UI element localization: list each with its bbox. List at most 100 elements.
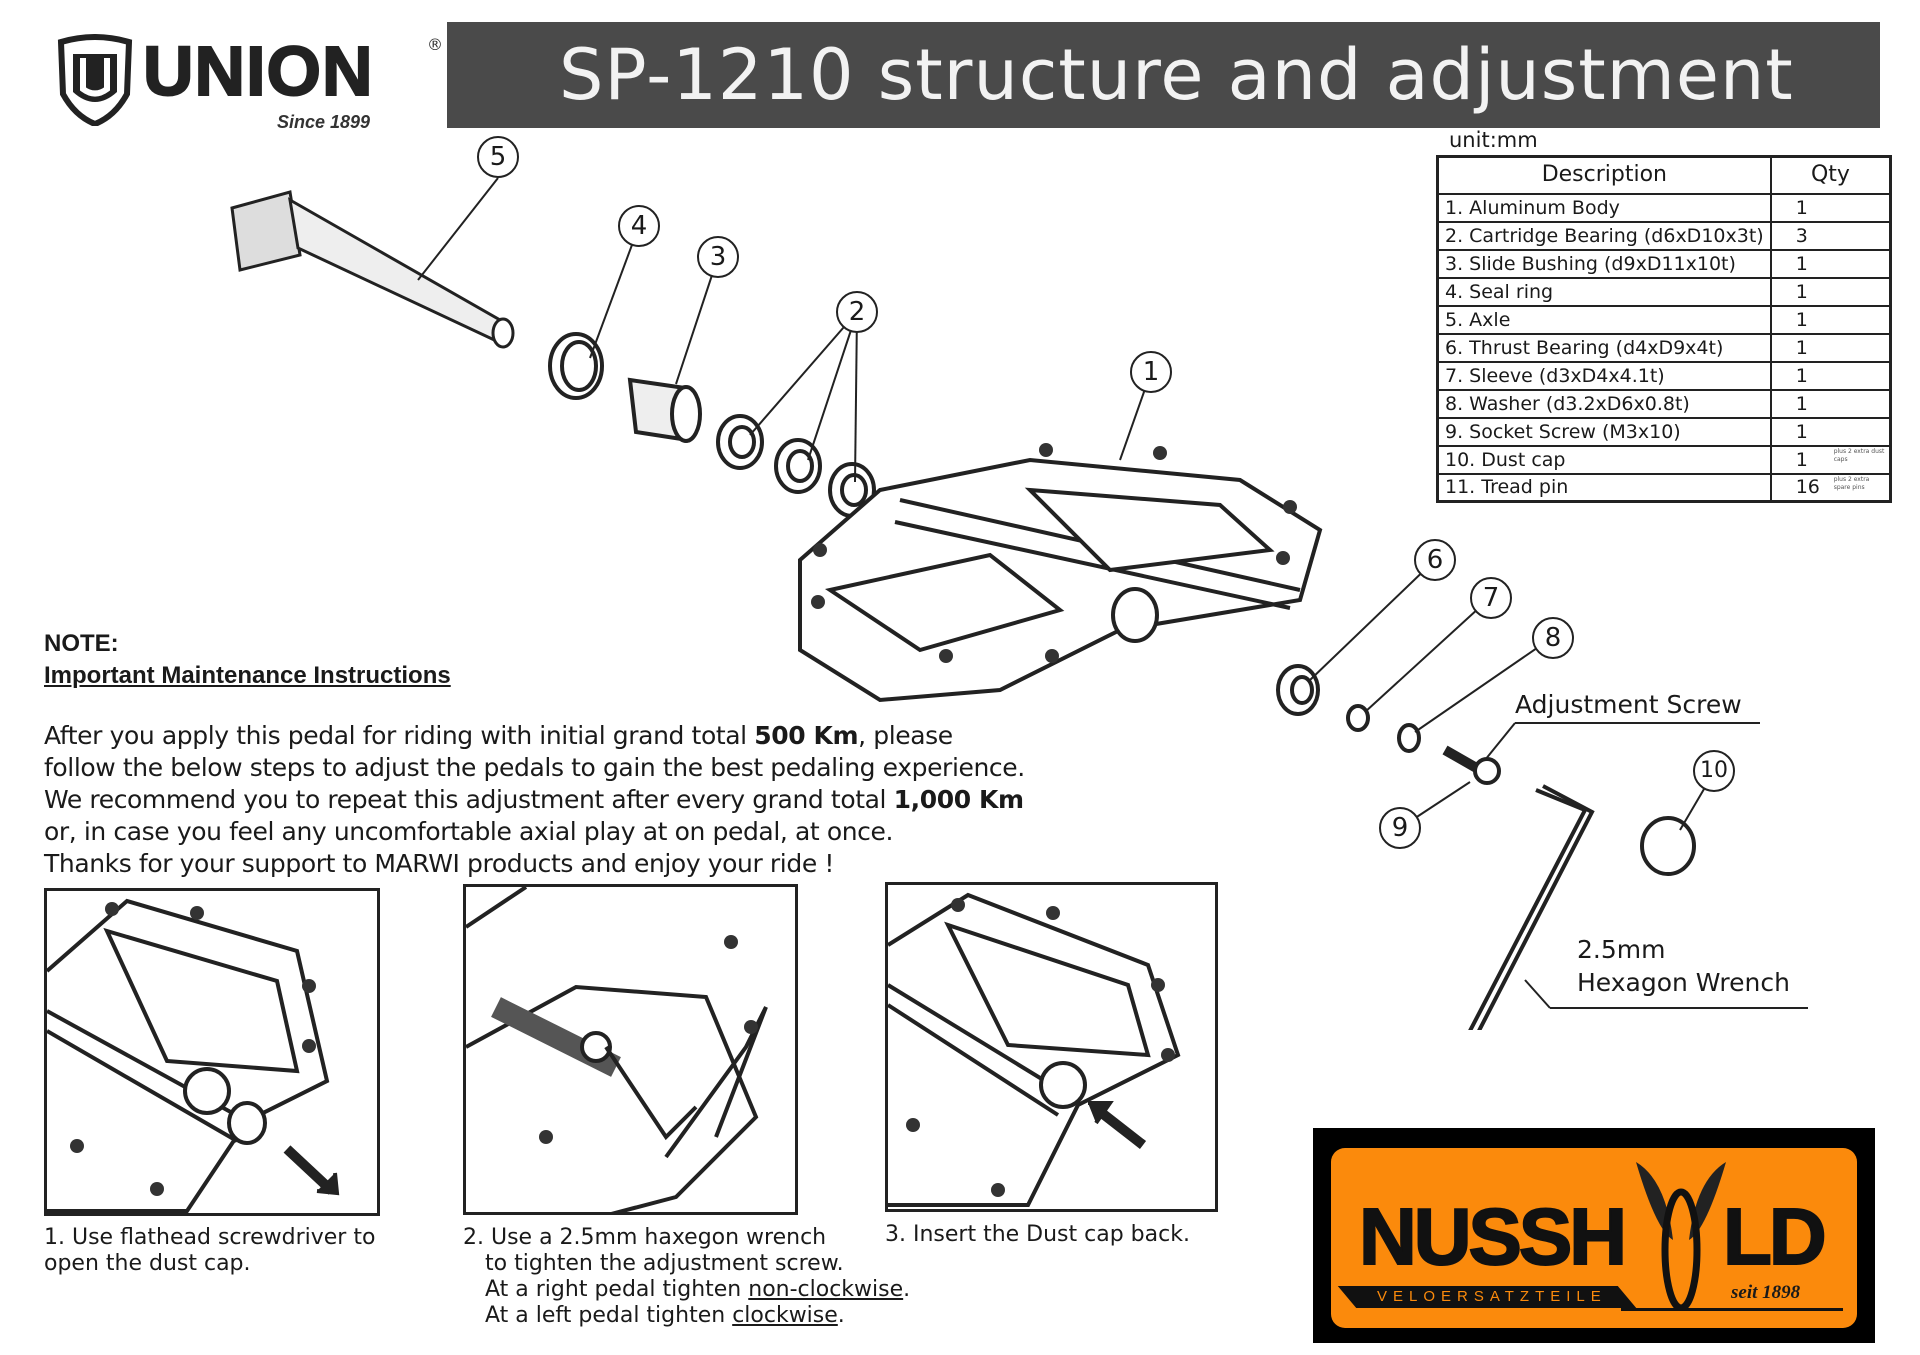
caption-line: to tighten the adjustment screw.	[485, 1251, 844, 1276]
part-qty-cell: 1	[1769, 416, 1892, 447]
part-qty-cell: 1	[1769, 332, 1892, 363]
logo-name-left: NUSSH	[1358, 1192, 1628, 1281]
wrench-name-label: Hexagon Wrench	[1577, 968, 1790, 997]
para-text: After you apply this pedal for riding wi…	[44, 721, 755, 750]
part-qty: 1	[1795, 364, 1808, 387]
logo-underline	[1621, 1308, 1843, 1311]
union-wordmark: UNION	[142, 32, 374, 110]
adjustment-screw-label: Adjustment Screw	[1515, 690, 1742, 719]
part-description: 7. Sleeve (d3xD4x4.1t)	[1436, 360, 1772, 391]
right-pedal-direction: non-clockwise	[748, 1277, 904, 1302]
unit-label: unit:mm	[1449, 128, 1538, 152]
table-row: 5. Axle 1	[1436, 304, 1892, 335]
callout-2: 2	[836, 291, 878, 333]
caption-line: 2. Use a 2.5mm haxegon wrench	[463, 1225, 827, 1250]
left-pedal-direction: clockwise	[732, 1303, 838, 1328]
part-qty-cell: 1	[1769, 360, 1892, 391]
caption-line: At a right pedal tighten	[485, 1277, 749, 1302]
table-row: 2. Cartridge Bearing (d6xD10x3t) 3	[1436, 220, 1892, 251]
maintenance-paragraph: After you apply this pedal for riding wi…	[44, 720, 1025, 880]
axle-drawing	[230, 190, 515, 349]
table-row: 7. Sleeve (d3xD4x4.1t) 1	[1436, 360, 1892, 391]
page-title: SP-1210 structure and adjustment	[447, 22, 1880, 128]
table-row: 6. Thrust Bearing (d4xD9x4t) 1	[1436, 332, 1892, 363]
note-subtitle: Important Maintenance Instructions	[44, 662, 451, 689]
part-description: 1. Aluminum Body	[1436, 192, 1772, 223]
callout-10: 10	[1693, 750, 1735, 792]
part-description: 11. Tread pin	[1436, 472, 1772, 503]
header-description: Description	[1436, 155, 1772, 195]
part-qty: 1	[1795, 336, 1808, 359]
part-description: 8. Washer (d3.2xD6x0.8t)	[1436, 388, 1772, 419]
union-shield-icon	[57, 34, 133, 126]
part-qty-cell: 16 plus 2 extra spare pins	[1769, 472, 1892, 503]
part-qty: 16	[1795, 476, 1820, 499]
logo-since: seit 1898	[1731, 1282, 1801, 1303]
part-description: 6. Thrust Bearing (d4xD9x4t)	[1436, 332, 1772, 363]
part-qty: 1	[1795, 280, 1808, 303]
rings-drawing	[548, 332, 876, 518]
nusshold-logo: NUSSH LD VELOERSATZTEILE seit 1898	[1313, 1128, 1875, 1343]
part-qty-cell: 3	[1769, 220, 1892, 251]
callout-5: 5	[477, 136, 519, 178]
table-row: 9. Socket Screw (M3x10)1	[1436, 416, 1892, 447]
table-row: 10. Dust cap 1 plus 2 extra dust caps	[1436, 444, 1892, 475]
caption-line: .	[903, 1277, 911, 1302]
part-description: 10. Dust cap	[1436, 444, 1772, 475]
para-text: Thanks for your support to MARWI product…	[44, 849, 834, 878]
part-description: 2. Cartridge Bearing (d6xD10x3t)	[1436, 220, 1772, 251]
step-2-illustration	[463, 884, 798, 1215]
part-qty: 1	[1795, 392, 1808, 415]
callout-1: 1	[1130, 351, 1172, 393]
para-text: We recommend you to repeat this adjustme…	[44, 785, 894, 814]
part-qty-note: plus 2 extra dust caps	[1833, 447, 1885, 463]
wrench-size-label: 2.5mm	[1577, 935, 1666, 964]
para-text: follow the below steps to adjust the ped…	[44, 753, 1025, 782]
distance-1000: 1,000 Km	[893, 785, 1024, 814]
part-qty-note: plus 2 extra spare pins	[1833, 475, 1870, 491]
caption-line: .	[837, 1303, 845, 1328]
table-row: 11. Tread pin 16 plus 2 extra spare pins	[1436, 472, 1892, 503]
table-row: 8. Washer (d3.2xD6x0.8t) 1	[1436, 388, 1892, 419]
callout-4: 4	[618, 205, 660, 247]
step-2-caption: 2. Use a 2.5mm haxegon wrench to tighten…	[463, 1225, 910, 1329]
table-header-row: Description Qty	[1436, 155, 1892, 195]
part-qty-cell: 1	[1769, 276, 1892, 307]
part-qty: 1	[1795, 252, 1808, 275]
caption-line: At a left pedal tighten	[485, 1303, 733, 1328]
callout-6: 6	[1414, 539, 1456, 581]
part-qty: 1	[1795, 308, 1808, 331]
part-description: 5. Axle	[1436, 304, 1772, 335]
caption-line: 1. Use flathead screwdriver to	[44, 1225, 376, 1250]
distance-500: 500 Km	[754, 721, 859, 750]
part-description: 9. Socket Screw (M3x10)	[1436, 416, 1772, 447]
part-description: 3. Slide Bushing (d9xD11x10t)	[1436, 248, 1772, 279]
step-3-caption: 3. Insert the Dust cap back.	[885, 1222, 1190, 1248]
part-qty-cell: 1	[1769, 192, 1892, 223]
table-row: 3. Slide Bushing (d9xD11x10t) 1	[1436, 248, 1892, 279]
union-since: Since 1899	[277, 112, 371, 132]
callout-8: 8	[1532, 617, 1574, 659]
part-qty: 1	[1795, 448, 1808, 471]
small-parts-drawing	[1276, 664, 1696, 1030]
step-3-illustration	[885, 882, 1218, 1212]
exploded-diagram	[230, 177, 1808, 1030]
part-qty-cell: 1 plus 2 extra dust caps	[1769, 444, 1892, 475]
header-qty: Qty	[1769, 155, 1892, 195]
callout-9: 9	[1379, 807, 1421, 849]
logo-orange-panel: NUSSH LD VELOERSATZTEILE seit 1898	[1331, 1148, 1857, 1328]
caption-line: 3. Insert the Dust cap back.	[885, 1222, 1190, 1247]
leader-lines	[417, 177, 1808, 1009]
callout-3: 3	[697, 236, 739, 278]
para-text: , please	[858, 721, 953, 750]
tread-pins-drawing	[811, 443, 1297, 663]
logo-tagline: VELOERSATZTEILE	[1377, 1288, 1607, 1305]
callout-7: 7	[1470, 577, 1512, 619]
union-logo: UNION ® Since 1899	[55, 32, 443, 134]
note-title: NOTE:	[44, 630, 119, 657]
part-qty-cell: 1	[1769, 388, 1892, 419]
part-qty: 3	[1795, 224, 1808, 247]
logo-name-right: LD	[1722, 1192, 1828, 1281]
